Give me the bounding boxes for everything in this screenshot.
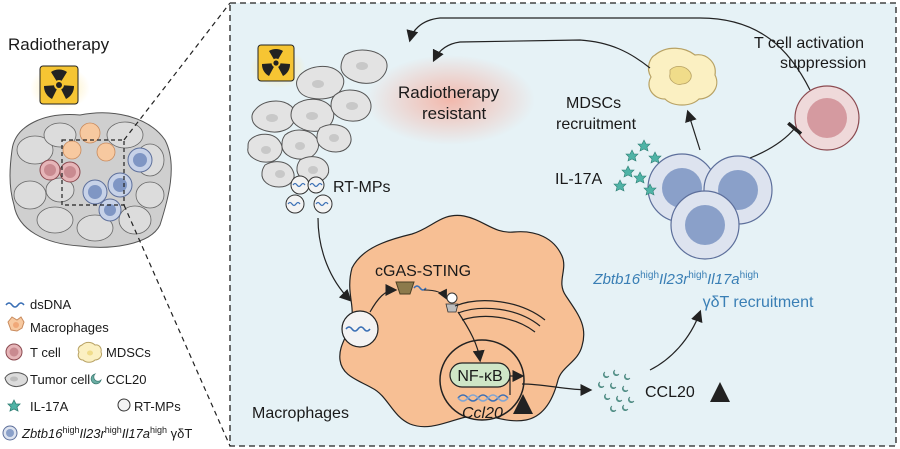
- legend-dsdna: dsDNA: [30, 297, 72, 312]
- gdt-cluster: [647, 153, 773, 260]
- ccl20-label: CCL20: [645, 384, 695, 401]
- gdt-recruit-label: γδT recruitment: [703, 294, 814, 311]
- legend-macrophages: Macrophages: [30, 320, 109, 335]
- tcell-icon: [5, 343, 23, 361]
- arrow-ccl20-to-gdt: [649, 309, 703, 371]
- gdt-icon: [2, 425, 18, 441]
- nfkb-label: NF-κB: [457, 368, 502, 385]
- rtmp-vesicles: [285, 175, 333, 214]
- cgas-label: cGAS-STING: [375, 263, 471, 280]
- panel-radiation-icon: [250, 44, 306, 88]
- arrow-mdsc-to-tumor: [432, 39, 651, 69]
- macrophages-label: Macrophages: [252, 405, 349, 422]
- il17a-icon: [7, 399, 21, 412]
- mdsc-icon: [77, 341, 102, 363]
- inhibit-gdt-to-tcell: [749, 121, 803, 159]
- rtmps-label: RT-MPs: [333, 179, 390, 196]
- mdsc-label-line1: MDSCs: [566, 95, 621, 112]
- transcription-arrow: [509, 370, 525, 395]
- rtmp-icon: [117, 398, 131, 412]
- sting-icon: [445, 292, 459, 313]
- tumor-mass-overview: [9, 112, 172, 248]
- nfkb-box: [449, 362, 511, 388]
- resistant-line1: Radiotherapy: [398, 83, 500, 102]
- tumor-nuclei: [261, 62, 368, 178]
- legend-ccl20: CCL20: [106, 372, 146, 387]
- resistant-glow: [365, 55, 535, 145]
- macrophage-icon: [7, 316, 25, 332]
- mdsc-label-line2: recruitment: [556, 116, 637, 133]
- zoom-line-bottom: [123, 204, 231, 447]
- arrow-tcell-to-tumor: [406, 17, 811, 91]
- cgas-icon: [395, 281, 427, 295]
- dsdna-icon: [5, 302, 25, 308]
- arrow-sting-to-nfkb: [457, 311, 485, 363]
- legend-rtmps: RT-MPs: [134, 399, 181, 414]
- left-title: Radiotherapy: [8, 35, 110, 54]
- radiation-icon: [30, 65, 90, 110]
- il17a-stars: [613, 139, 662, 196]
- ccl20-particles: [598, 369, 635, 412]
- mdsc-cell: [647, 47, 718, 106]
- tcell-label-line2: suppression: [780, 55, 866, 72]
- legend-tumor-cell: Tumor cell: [30, 372, 90, 387]
- arrow-rtmp-to-macrophage: [317, 217, 352, 302]
- zoom-line-top: [123, 2, 231, 141]
- arrow-cgas-to-sting: [423, 288, 447, 300]
- ccl20-icon: [90, 373, 102, 385]
- tcell-label-line1: T cell activation: [754, 35, 864, 52]
- legend-gdt: Zbtb16highIl23rhighIl17ahigh γδT: [21, 425, 192, 441]
- gdt-genes-label: Zbtb16highIl23rhighIl17ahigh: [592, 270, 758, 288]
- tumor-cell-icon: [4, 372, 28, 387]
- legend: dsDNA Macrophages T cell MDSCs Tumor cel…: [2, 297, 192, 441]
- arrow-to-ccl20: [521, 383, 593, 396]
- dna-helix: [457, 394, 509, 402]
- resistant-line2: resistant: [422, 104, 487, 123]
- legend-il17a: IL-17A: [30, 399, 69, 414]
- er-membranes: [454, 300, 546, 333]
- tcell: [794, 85, 860, 151]
- arrow-vesicle-to-cgas: [369, 284, 398, 313]
- il17a-label: IL-17A: [555, 171, 602, 188]
- legend-mdscs: MDSCs: [106, 345, 151, 360]
- ccl20-gene-label: Ccl20: [462, 405, 503, 422]
- arrow-gdt-to-mdsc: [685, 109, 701, 151]
- legend-tcell: T cell: [30, 345, 61, 360]
- internalized-vesicle: [341, 310, 379, 348]
